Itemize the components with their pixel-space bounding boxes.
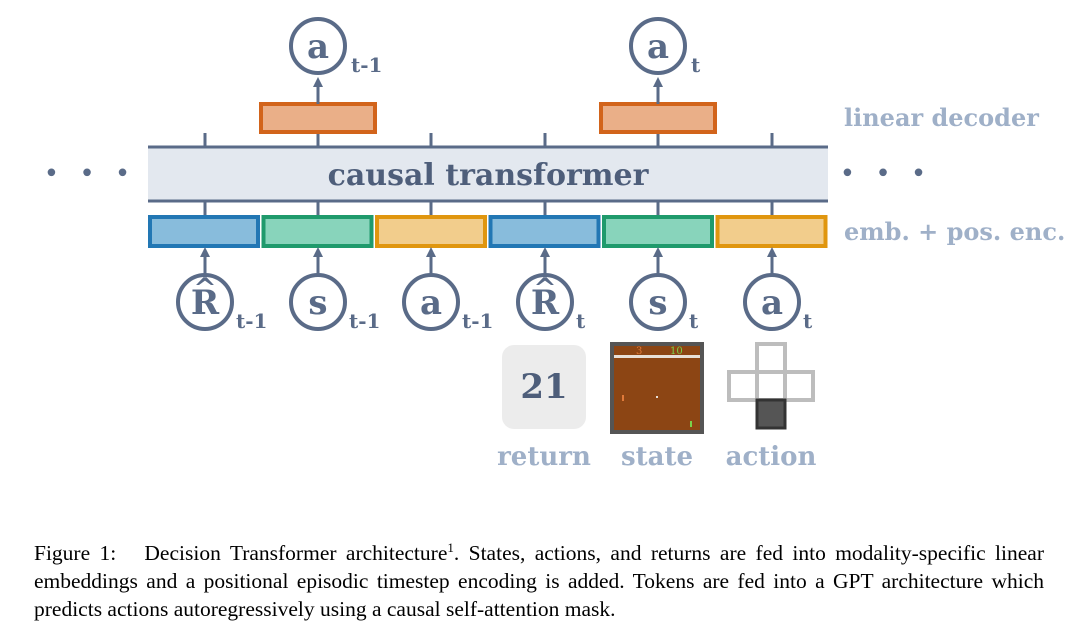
input-token-2: a t-1	[402, 247, 493, 333]
left-ellipsis: • • •	[44, 159, 137, 189]
state-score-right: 10	[670, 346, 683, 357]
input-circle-0	[176, 273, 234, 331]
top-ticks	[203, 133, 774, 147]
input-circle-4	[629, 273, 687, 331]
input-symbol-3: R	[531, 283, 560, 323]
dpad-down-selected	[755, 398, 787, 430]
state-ball	[656, 396, 658, 398]
dpad-left	[727, 370, 759, 402]
output-subscript-0: t-1	[351, 53, 382, 77]
state-screen	[614, 346, 700, 430]
input-circle-5	[743, 273, 801, 331]
input-circle-3	[516, 273, 574, 331]
state-example: 3 10 state	[610, 342, 704, 472]
input-hat-0: ^	[193, 272, 216, 305]
caption-footnote: 1	[447, 540, 454, 555]
input-subscript-4: t	[689, 309, 699, 333]
action-example: action	[726, 342, 817, 472]
input-symbol-2: a	[420, 283, 442, 323]
output-circle-0	[289, 17, 347, 75]
bottom-connectors	[203, 201, 774, 217]
embedding-1	[261, 215, 374, 248]
return-value: 21	[520, 367, 567, 407]
decision-transformer-diagram: • • • • • • causal transformer emb. + po…	[44, 17, 1065, 472]
return-box	[502, 345, 586, 429]
input-token-3: R^ t	[516, 247, 586, 333]
decoder-row	[259, 102, 717, 134]
input-subscript-5: t	[803, 309, 813, 333]
input-symbol-0: R	[191, 283, 220, 323]
input-token-1: s t-1	[289, 247, 380, 333]
input-symbol-1: s	[308, 283, 327, 323]
embedding-3	[488, 215, 601, 248]
state-label: state	[621, 442, 693, 472]
right-ellipsis: • • •	[840, 159, 933, 189]
linear-decoder-1	[599, 102, 717, 134]
embedding-0	[148, 215, 260, 248]
caption-text: . States, actions, and returns are fed i…	[34, 541, 1044, 622]
dpad-center	[755, 370, 787, 402]
return-label: return	[497, 442, 591, 472]
input-subscript-2: t-1	[462, 309, 493, 333]
causal-transformer-block	[148, 147, 828, 201]
decoder-label: linear decoder	[844, 103, 1039, 132]
input-subscript-0: t-1	[236, 309, 267, 333]
output-symbol-1: a	[647, 27, 669, 67]
caption-title: Decision Transformer architecture	[144, 541, 448, 566]
state-left-paddle	[622, 395, 624, 401]
embedding-4	[602, 215, 714, 248]
embedding-2	[375, 215, 487, 248]
output-circle-1	[629, 17, 687, 75]
figure-caption: Figure 1: Decision Transformer architect…	[34, 534, 1044, 623]
input-symbol-4: s	[648, 283, 667, 323]
embedding-5	[715, 215, 828, 248]
dpad-up	[755, 342, 787, 374]
return-example: 21 return	[497, 345, 591, 472]
input-subscript-1: t-1	[349, 309, 380, 333]
transformer-label: causal transformer	[328, 158, 650, 193]
input-token-0: R^ t-1	[176, 247, 267, 333]
dpad-right	[783, 370, 815, 402]
embedding-label: emb. + pos. enc.	[844, 217, 1065, 246]
input-circle-2	[402, 273, 460, 331]
linear-decoder-0	[259, 102, 377, 134]
state-right-paddle	[690, 421, 692, 427]
output-subscript-1: t	[691, 53, 701, 77]
input-symbol-5: a	[761, 283, 783, 323]
input-subscript-3: t	[576, 309, 586, 333]
state-top-bar	[614, 355, 700, 358]
state-score-left: 3	[636, 346, 642, 357]
output-symbol-0: a	[307, 27, 329, 67]
input-hat-3: ^	[533, 272, 556, 305]
action-label: action	[726, 442, 817, 472]
input-circle-1	[289, 273, 347, 331]
embedding-row	[148, 215, 828, 248]
output-token-0: a t-1	[289, 17, 382, 104]
caption-prefix: Figure 1:	[34, 541, 117, 566]
